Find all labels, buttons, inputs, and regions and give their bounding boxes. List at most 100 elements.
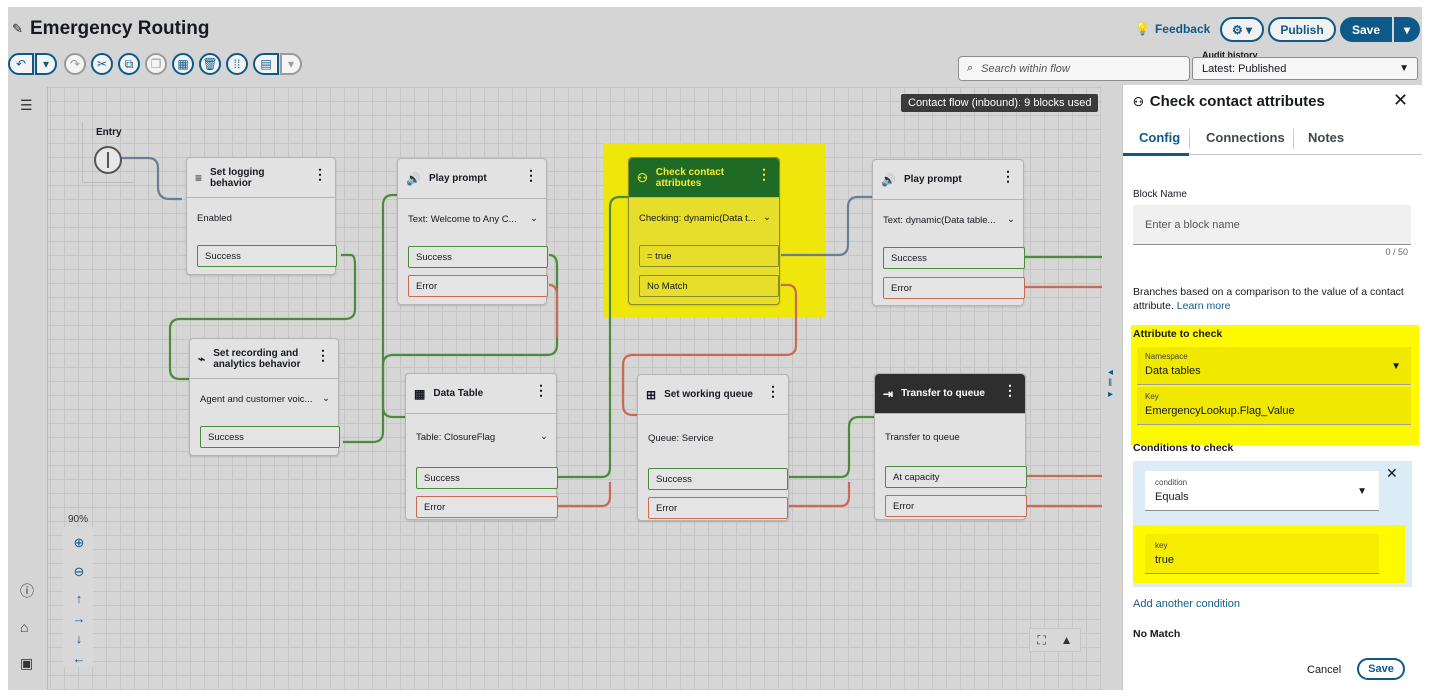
arrange-button[interactable]: ⁞⁞: [226, 53, 248, 75]
block-set-recording[interactable]: ⌁ Set recording and analytics behavior ⋮…: [189, 338, 340, 456]
wire-queue-error: [789, 482, 851, 508]
caret-up-icon[interactable]: ▲: [1060, 633, 1073, 647]
pan-up-icon[interactable]: ↑: [75, 591, 83, 606]
chevron-down-icon: ▾: [1403, 22, 1411, 37]
search-input[interactable]: ⌕ Search within flow: [958, 56, 1190, 81]
zoom-in-icon[interactable]: ⊕: [73, 535, 85, 550]
branch-error[interactable]: Error: [885, 495, 1027, 517]
key-input[interactable]: Key EmergencyLookup.Flag_Value: [1137, 387, 1411, 425]
branch-true[interactable]: = true: [639, 245, 779, 267]
kebab-menu-icon[interactable]: ⋮: [766, 383, 780, 399]
pan-left-icon[interactable]: ←: [72, 651, 86, 666]
block-data-table[interactable]: ▦ Data Table ⋮ Table: ClosureFlag ⌄ Succ…: [405, 373, 558, 520]
branch-success[interactable]: Success: [197, 245, 337, 267]
chevron-down-icon[interactable]: ⌄: [530, 213, 538, 224]
copy-button[interactable]: ⧉: [118, 53, 140, 75]
chevron-down-icon[interactable]: ⌄: [540, 431, 548, 442]
info-icon[interactable]: ⓘ: [20, 583, 34, 599]
block-transfer-to-queue[interactable]: ⇥ Transfer to queue ⋮ Transfer to queue …: [874, 373, 1027, 520]
learn-more-link[interactable]: Learn more: [1176, 300, 1231, 312]
entry-point: [82, 122, 135, 183]
redo-button[interactable]: ↷: [64, 53, 86, 75]
panel-footer: Cancel Save: [1123, 653, 1422, 690]
search-placeholder: Search within flow: [981, 62, 1070, 75]
namespace-select[interactable]: Namespace Data tables ▼: [1137, 347, 1411, 385]
kebab-menu-icon[interactable]: ⋮: [313, 166, 327, 182]
chevron-down-icon[interactable]: ⌄: [763, 212, 771, 223]
kebab-menu-icon[interactable]: ⋮: [757, 166, 771, 182]
undo-button[interactable]: ↶: [8, 53, 34, 75]
caret-down-icon: ▼: [1391, 361, 1401, 372]
tab-connections[interactable]: Connections: [1206, 130, 1285, 145]
close-icon[interactable]: ✕: [1393, 90, 1409, 110]
pencil-icon[interactable]: ✎: [12, 21, 23, 36]
block-title: Set logging behavior: [210, 166, 265, 189]
condition-key-input[interactable]: key true: [1145, 534, 1379, 574]
contact-attributes-icon: ⚇: [637, 170, 648, 185]
notes-button[interactable]: ▤: [253, 53, 279, 75]
menu-icon[interactable]: ☰: [20, 97, 33, 113]
delete-button[interactable]: 🗑: [199, 53, 221, 75]
chevron-down-icon[interactable]: ⌄: [1007, 214, 1015, 225]
branch-success[interactable]: Success: [648, 468, 788, 490]
kebab-menu-icon[interactable]: ⋮: [316, 347, 330, 363]
panel-icon[interactable]: ▣: [20, 655, 34, 671]
save-button[interactable]: Save: [1340, 17, 1392, 42]
branch-success[interactable]: Success: [416, 467, 558, 489]
save-dropdown-button[interactable]: ▾: [1394, 17, 1420, 42]
cut-button[interactable]: ✂: [91, 53, 113, 75]
remove-condition-icon[interactable]: ✕: [1386, 465, 1398, 481]
paste-button[interactable]: ❐: [145, 53, 167, 75]
kebab-menu-icon[interactable]: ⋮: [534, 382, 548, 398]
block-play-prompt-welcome[interactable]: 🔊 Play prompt ⋮ Text: Welcome to Any C..…: [397, 158, 548, 305]
panel-resize-handle[interactable]: ◂‖▸: [1108, 367, 1114, 400]
block-set-working-queue[interactable]: ⊞ Set working queue ⋮ Queue: Service Suc…: [637, 374, 789, 521]
wire-datatable-error: [558, 482, 612, 508]
publish-button[interactable]: Publish: [1268, 17, 1336, 42]
branch-success[interactable]: Success: [883, 247, 1025, 269]
zoom-panel: [63, 527, 93, 667]
branch-success[interactable]: Success: [408, 246, 548, 268]
fit-to-screen-icon[interactable]: ⛶: [1037, 632, 1046, 647]
tag-icon[interactable]: ⌂: [20, 619, 29, 635]
kebab-menu-icon[interactable]: ⋮: [524, 167, 538, 183]
branch-at-capacity[interactable]: At capacity: [885, 466, 1027, 488]
block-set-logging[interactable]: ≡ Set logging behavior ⋮ Enabled Success: [186, 157, 337, 275]
pan-down-icon[interactable]: ↓: [75, 631, 83, 646]
add-condition-link[interactable]: Add another condition: [1133, 598, 1241, 610]
dots-grid-icon: ⁞⁞: [233, 57, 241, 71]
chevron-down-icon[interactable]: ⌄: [322, 393, 330, 404]
feedback-link[interactable]: 💡Feedback: [1135, 22, 1210, 36]
condition-key-value: true: [1155, 554, 1174, 566]
speaker-icon: 🔊: [881, 172, 896, 187]
flow-canvas[interactable]: ☰ ⓘ ⌂ ▣ Entry Contact flow (inbound): 9 …: [8, 87, 1102, 690]
attribute-heading: Attribute to check: [1133, 328, 1223, 340]
tab-config[interactable]: Config: [1139, 130, 1181, 145]
branch-no-match[interactable]: No Match: [639, 275, 779, 297]
branch-error[interactable]: Error: [408, 275, 548, 297]
branch-success[interactable]: Success: [200, 426, 340, 448]
cancel-button[interactable]: Cancel: [1307, 664, 1342, 676]
kebab-menu-icon[interactable]: ⋮: [1003, 382, 1017, 398]
notes-dropdown-button[interactable]: ▾: [280, 53, 302, 75]
tab-notes[interactable]: Notes: [1308, 130, 1345, 145]
entry-node[interactable]: [94, 146, 122, 174]
block-title: Set recording and analytics behavior: [213, 347, 301, 370]
block-play-prompt-dynamic[interactable]: 🔊 Play prompt ⋮ Text: dynamic(Data table…: [872, 159, 1025, 306]
condition-select[interactable]: condition Equals ▼: [1145, 471, 1379, 511]
pan-right-icon[interactable]: →: [72, 611, 86, 626]
audit-history-select[interactable]: Latest: Published ▼: [1192, 57, 1418, 80]
zoom-out-icon[interactable]: ⊖: [73, 564, 85, 579]
settings-button[interactable]: ⚙ ▾: [1220, 17, 1264, 42]
block-title: Transfer to queue: [901, 388, 985, 399]
kebab-menu-icon[interactable]: ⋮: [1001, 168, 1015, 184]
branch-error[interactable]: Error: [416, 496, 558, 518]
speaker-icon: 🔊: [406, 171, 421, 186]
panel-save-button[interactable]: Save: [1357, 658, 1405, 680]
block-check-contact-attributes[interactable]: ⚇ Check contact attributes ⋮ Checking: d…: [628, 157, 780, 305]
block-name-input[interactable]: Enter a block name: [1133, 205, 1411, 245]
branch-error[interactable]: Error: [648, 497, 788, 519]
undo-dropdown-button[interactable]: ▾: [35, 53, 57, 75]
branch-error[interactable]: Error: [883, 277, 1025, 299]
group-button[interactable]: ▦: [172, 53, 194, 75]
